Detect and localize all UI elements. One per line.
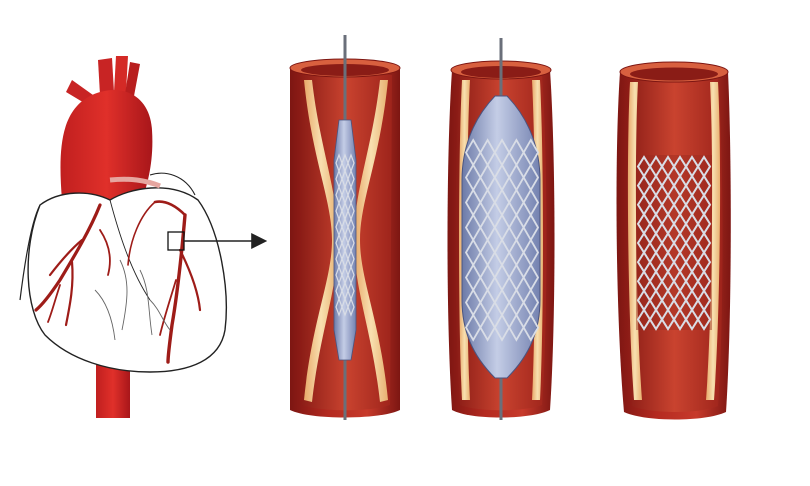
- aortic-branch-1: [98, 58, 114, 95]
- stent-cell: [660, 308, 676, 331]
- aortic-branch-3: [125, 62, 140, 96]
- plaque-right: [706, 82, 721, 400]
- artery-opening: [630, 67, 718, 81]
- cardiac-veins: [94, 259, 171, 341]
- stent-cell: [636, 308, 652, 331]
- stent-cell: [347, 297, 355, 317]
- stent-cell: [464, 313, 482, 342]
- stent-cell: [684, 308, 700, 331]
- coronary-arteries: [34, 200, 202, 364]
- heart-septum-line: [109, 199, 151, 301]
- artery-stage-2: [447, 38, 555, 420]
- stent-cell: [672, 308, 688, 331]
- crimped-stent: [335, 153, 355, 317]
- stent-cell: [696, 308, 712, 331]
- heart-auricle: [149, 172, 196, 196]
- pulmonary-trunk-tint: [109, 176, 161, 189]
- artery-stage-1: [289, 35, 401, 420]
- stent-cell: [479, 313, 496, 342]
- stent-cell: [522, 313, 540, 342]
- stent-cell: [335, 297, 343, 317]
- plaque-right: [354, 80, 388, 402]
- heart-left-edge: [19, 204, 41, 301]
- heart-body: [27, 187, 227, 373]
- stent-cell: [341, 297, 349, 317]
- stent-cell: [493, 313, 511, 342]
- deployed-stent: [636, 155, 712, 331]
- expanded-stent: [464, 138, 540, 342]
- stent-cell: [508, 313, 525, 342]
- stent-cell: [648, 308, 664, 331]
- plaque-left: [627, 82, 642, 400]
- plaque-left: [304, 80, 338, 402]
- artery-stage-3: [616, 61, 731, 420]
- aortic-branch-2: [114, 56, 128, 92]
- heart-illustration: [19, 56, 227, 418]
